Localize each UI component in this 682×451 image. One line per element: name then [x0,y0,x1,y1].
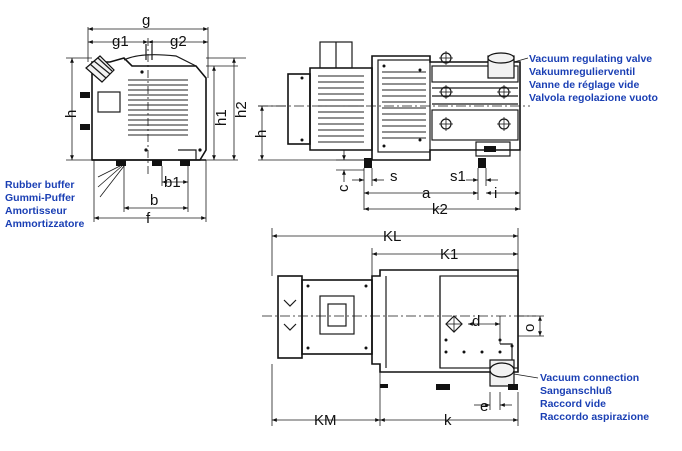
dim-KM: KM [314,412,337,429]
vacuum-connection-de: Sanganschluß [540,385,612,397]
front-view: h c s s1 i a k2 [253,41,530,218]
dim-s: s [390,168,398,185]
dim-K1: K1 [440,246,458,263]
rubber-buffer-en: Rubber buffer [5,179,74,191]
vacuum-valve-de: Vakuumregulierventil [529,66,635,78]
rubber-buffer-label: Rubber buffer Gummi-Puffer Amortisseur A… [5,179,85,230]
vacuum-valve-label: Vacuum regulating valve Vakuumregulierve… [529,53,658,104]
housing-bolts [439,51,511,131]
top-view-crosshair [445,315,463,333]
dim-g2: g2 [170,33,187,50]
vacuum-regulating-valve [487,52,515,79]
dim-k: k [444,412,452,429]
dim-g: g [142,12,150,29]
dim-b1: b1 [164,174,181,191]
dim-s1: s1 [450,168,466,185]
rubber-buffer-de: Gummi-Puffer [5,192,75,204]
vacuum-connection-label: Vacuum connection Sanganschluß Raccord v… [540,372,649,423]
dim-KL: KL [383,228,401,245]
dim-b: b [150,192,158,209]
vacuum-connection [489,343,515,387]
vacuum-valve-en: Vacuum regulating valve [529,53,652,65]
side-view: g g1 g2 h h1 h2 b1 b f [63,12,250,227]
vacuum-connection-fr: Raccord vide [540,398,606,410]
vacuum-connection-en: Vacuum connection [540,372,639,384]
pump-fins [382,71,426,139]
top-view: KL K1 d o e KM k [262,228,544,429]
dim-f: f [146,210,151,227]
side-cooling-fins [128,79,188,136]
dim-i: i [494,185,497,202]
dim-g1: g1 [112,33,129,50]
dim-c: c [335,184,352,192]
vacuum-valve-fr: Vanne de réglage vide [529,79,639,91]
dim-d: d [472,313,480,330]
vacuum-connection-it: Raccordo aspirazione [540,411,649,423]
dim-h-left: h [63,110,80,118]
side-cable-gland [85,55,115,83]
dim-h1: h1 [213,109,230,126]
motor-fins [318,75,364,143]
rubber-buffer-it: Ammortizzatore [5,218,85,230]
dim-e: e [480,398,488,415]
dim-o: o [521,324,538,332]
dim-h2: h2 [233,101,250,118]
vacuum-valve-it: Valvola regolazione vuoto [529,92,658,104]
dim-k2: k2 [432,201,448,218]
dim-h-right: h [253,130,270,138]
rubber-buffer-fr: Amortisseur [5,205,67,217]
dim-a: a [422,185,431,202]
